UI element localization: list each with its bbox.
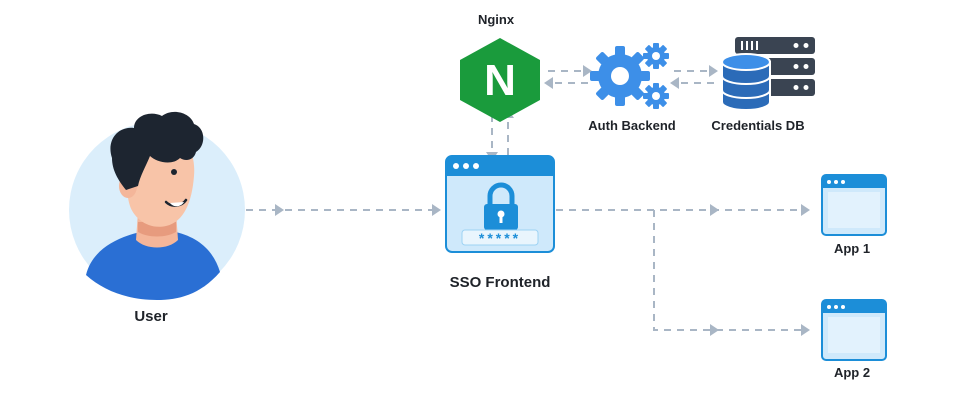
arrowhead-app1-mid (710, 204, 719, 216)
sso-frontend-label: SSO Frontend (450, 274, 551, 291)
arrowheads (275, 65, 810, 336)
credentials-db-node: Credentials DB (711, 37, 815, 133)
app2-content (828, 317, 880, 353)
credentials-db-label: Credentials DB (711, 118, 804, 133)
window-dot-icon (453, 163, 459, 169)
arrowhead-app2-end (801, 324, 810, 336)
arrowhead-to-auth (583, 65, 592, 77)
lock-icon (484, 182, 518, 230)
password-mask: ***** (479, 230, 521, 246)
gears-icon (590, 43, 669, 109)
user-label: User (134, 308, 168, 325)
window-dot-icon (827, 180, 831, 184)
app1-node: App 1 (821, 174, 887, 256)
user-node: User (69, 111, 245, 325)
nginx-logo-letter: N (484, 56, 516, 105)
arrowhead-to-nginx-h (544, 77, 553, 89)
arrowhead-user-mid (275, 204, 284, 216)
app1-label: App 1 (834, 241, 870, 256)
window-dot-icon (841, 180, 845, 184)
window-dot-icon (834, 305, 838, 309)
window-dot-icon (463, 163, 469, 169)
arrowhead-user-end (432, 204, 441, 216)
app1-titlebar (822, 175, 886, 188)
sso-frontend-node: ***** SSO Frontend (445, 155, 555, 291)
nginx-label: Nginx (478, 12, 515, 27)
sso-window-titlebar (446, 156, 554, 176)
auth-backend-node: Auth Backend (588, 43, 676, 133)
arrowhead-app2-mid (710, 324, 719, 336)
auth-backend-label: Auth Backend (588, 118, 675, 133)
arrowhead-to-auth-h (670, 77, 679, 89)
nginx-logo-icon (460, 38, 540, 122)
window-dot-icon (834, 180, 838, 184)
database-icon (721, 53, 771, 111)
arrowhead-to-db (709, 65, 718, 77)
window-dot-icon (841, 305, 845, 309)
app2-titlebar (822, 300, 886, 313)
arrowhead-app1-end (801, 204, 810, 216)
connector-sso-to-app2 (653, 210, 806, 331)
password-field (461, 229, 539, 246)
app2-node: App 2 (821, 299, 887, 380)
window-dot-icon (473, 163, 479, 169)
user-avatar-icon (86, 111, 220, 300)
window-dot-icon (827, 305, 831, 309)
app2-label: App 2 (834, 365, 870, 380)
nginx-node: Nginx N (460, 12, 540, 122)
connectors (246, 70, 806, 331)
app1-content (828, 192, 880, 228)
